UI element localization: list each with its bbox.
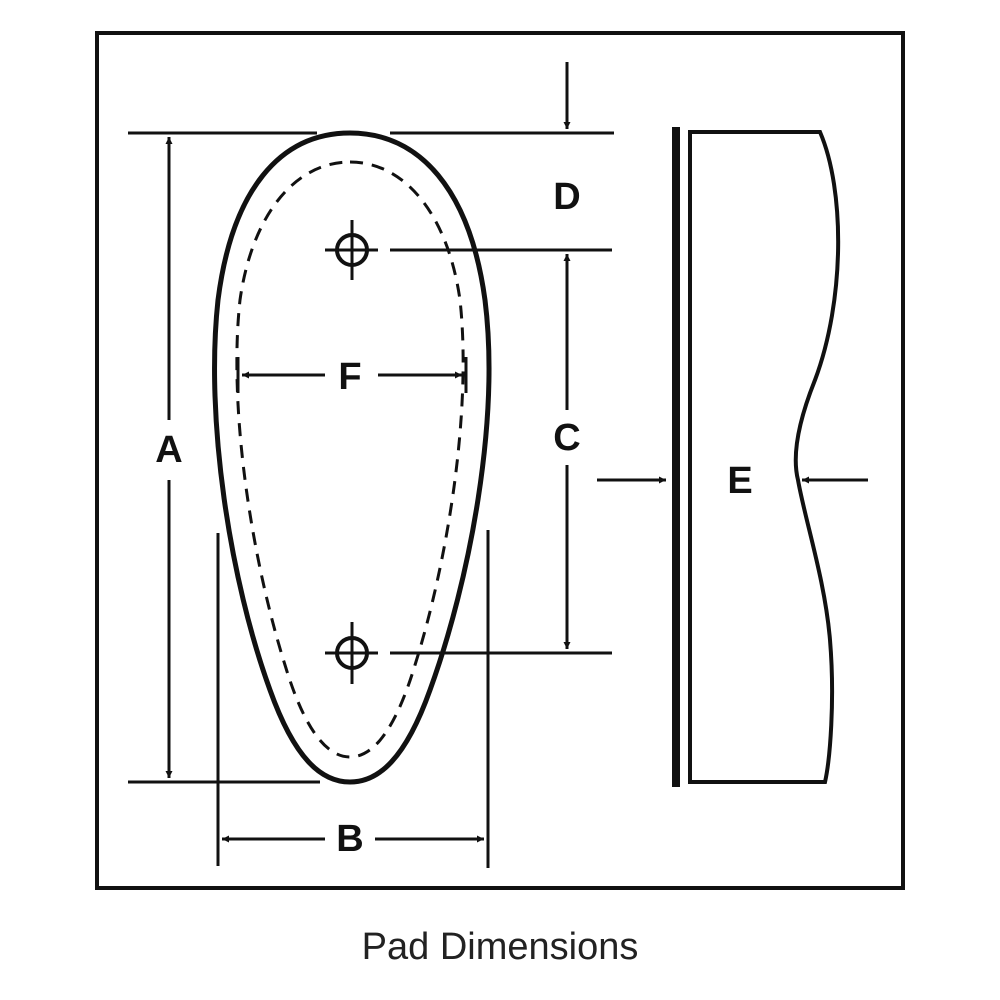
dimension-f: F bbox=[236, 356, 468, 398]
pad-side-profile bbox=[672, 127, 841, 787]
dimension-d: D bbox=[390, 62, 614, 218]
dimension-e-label: E bbox=[727, 460, 752, 502]
dimension-d-label: D bbox=[553, 176, 580, 218]
dimension-a: A bbox=[128, 131, 320, 784]
dimension-f-label: F bbox=[338, 356, 361, 398]
dimension-e: E bbox=[597, 460, 868, 502]
side-profile-outline bbox=[688, 130, 841, 784]
dimension-c-label: C bbox=[553, 417, 580, 459]
dimension-a-label: A bbox=[155, 429, 182, 471]
dimension-b-label: B bbox=[336, 818, 363, 860]
bottom-mounting-hole bbox=[325, 622, 378, 684]
dimension-b: B bbox=[216, 530, 490, 868]
pad-outline bbox=[212, 130, 492, 785]
diagram-caption: Pad Dimensions bbox=[361, 926, 639, 968]
pad-inner-dashed-outline bbox=[235, 160, 465, 759]
top-mounting-hole bbox=[325, 220, 378, 280]
dimension-c: C bbox=[390, 248, 612, 655]
diagram-frame bbox=[95, 31, 905, 890]
